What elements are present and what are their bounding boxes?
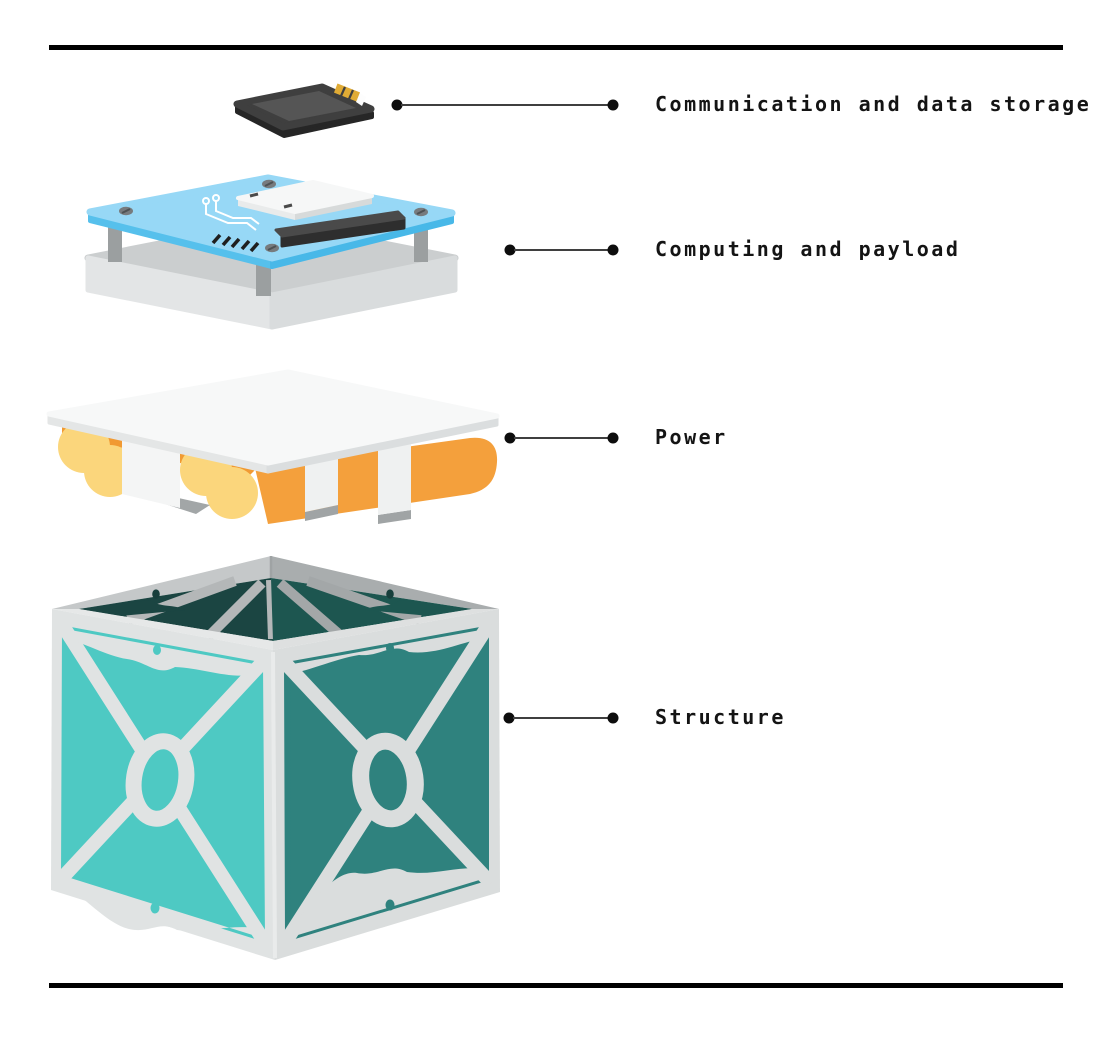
callout-label-structure: Structure (655, 705, 786, 730)
frame-interior-right (271, 576, 472, 641)
hatch-marks (211, 233, 260, 253)
cubesat-frame-illustration (51, 556, 500, 960)
callout-dot (503, 712, 515, 724)
callout-line (514, 437, 609, 439)
callout-dot (607, 432, 619, 444)
top-rule (49, 45, 1063, 50)
callout-dot (607, 99, 619, 111)
chip-module (236, 180, 374, 220)
power-top-plate (46, 369, 500, 466)
pcb-screws (119, 179, 428, 253)
callout-dot (607, 712, 619, 724)
frame-right-face (273, 609, 500, 960)
callout-dot (504, 432, 516, 444)
callout-line (514, 249, 609, 251)
callout-label-communication: Communication and data storage (655, 92, 1092, 117)
callout-dot (391, 99, 403, 111)
callout-label-computing: Computing and payload (655, 237, 961, 262)
callout-label-power: Power (655, 425, 728, 450)
circuit-traces (202, 194, 260, 231)
bottom-rule (49, 983, 1063, 988)
callout-line (401, 104, 609, 106)
circuit-board-illustration (84, 174, 459, 330)
battery-pack-illustration (46, 369, 500, 524)
callout-dot (504, 244, 516, 256)
sd-card-illustration (233, 83, 375, 138)
connector-socket (274, 210, 406, 248)
callout-dot (607, 244, 619, 256)
frame-interior-left (79, 576, 278, 641)
frame-left-face (51, 609, 275, 960)
callout-line (513, 717, 609, 719)
